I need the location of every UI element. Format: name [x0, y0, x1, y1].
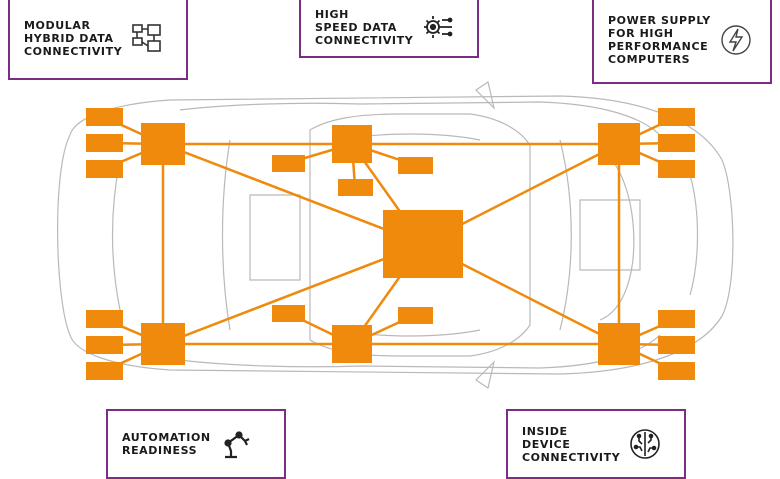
ecu-small-node-c	[398, 157, 433, 174]
sensor-front-right-1	[658, 108, 695, 126]
zone-rear-mid-node	[332, 325, 372, 363]
callout-modular-hybrid-data: MODULAR HYBRID DATA CONNECTIVITY	[8, 0, 188, 80]
callout-inside-device: INSIDE DEVICE CONNECTIVITY	[506, 409, 686, 479]
circuit-brain-icon	[628, 427, 662, 461]
sensor-rear-left-1	[86, 310, 123, 328]
network-nodes	[86, 108, 695, 380]
circuit-gear-icon	[421, 10, 455, 44]
sensor-front-left-2	[86, 134, 123, 152]
ecu-small-node-a	[272, 155, 305, 172]
sensor-front-left-3	[86, 160, 123, 178]
callout-power-supply: POWER SUPPLY FOR HIGH PERFORMANCE COMPUT…	[592, 0, 772, 84]
sensor-rear-right-2	[658, 336, 695, 354]
callout-power-label: POWER SUPPLY FOR HIGH PERFORMANCE COMPUT…	[608, 14, 711, 66]
sensor-rear-right-3	[658, 362, 695, 380]
network-link	[162, 142, 424, 246]
zone-front-left-node	[141, 123, 185, 165]
callout-high-speed-data: HIGH SPEED DATA CONNECTIVITY	[299, 0, 479, 58]
car-outline	[57, 81, 734, 389]
sensor-rear-left-2	[86, 336, 123, 354]
lightning-bolt-icon	[719, 23, 753, 57]
sensor-rear-left-3	[86, 362, 123, 380]
callout-automation-readiness: AUTOMATION READINESS	[106, 409, 286, 479]
zone-front-right-node	[598, 123, 640, 165]
modular-blocks-icon	[130, 21, 164, 55]
network-link	[162, 242, 424, 346]
ecu-small-node-d	[272, 305, 305, 322]
zone-front-mid-node	[332, 125, 372, 163]
ecu-small-node-e	[398, 307, 433, 324]
sensor-front-left-1	[86, 108, 123, 126]
central-computer-node	[383, 210, 463, 278]
zone-rear-right-node	[598, 323, 640, 365]
sensor-rear-right-1	[658, 310, 695, 328]
callout-high-speed-label: HIGH SPEED DATA CONNECTIVITY	[315, 7, 414, 47]
zone-rear-left-node	[141, 323, 185, 365]
ecu-small-node-b	[338, 179, 373, 196]
sensor-front-right-3	[658, 160, 695, 178]
sensor-front-right-2	[658, 134, 695, 152]
callout-modular-label: MODULAR HYBRID DATA CONNECTIVITY	[24, 18, 123, 58]
callout-automation-label: AUTOMATION READINESS	[122, 431, 211, 457]
callout-inside-device-label: INSIDE DEVICE CONNECTIVITY	[522, 424, 621, 464]
robot-arm-icon	[219, 427, 253, 461]
